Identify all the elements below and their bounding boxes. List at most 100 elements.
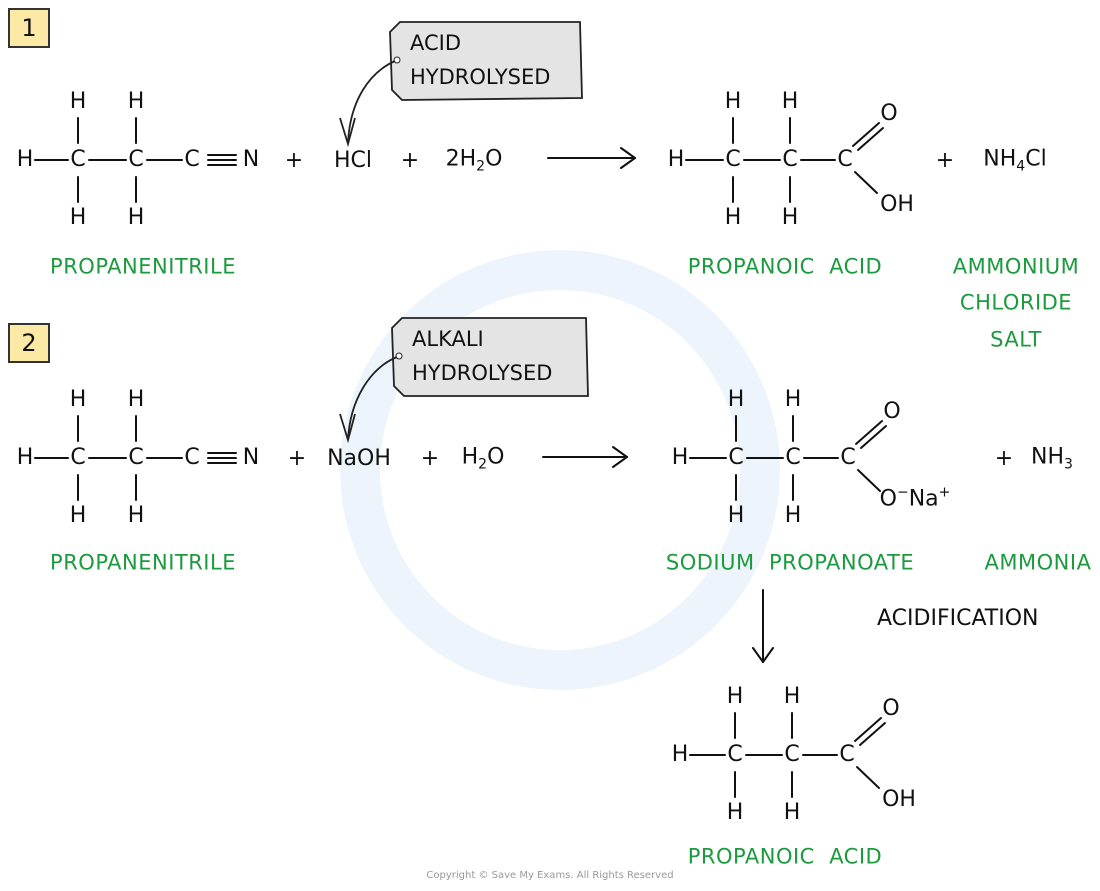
reaction-arrow [612,446,628,458]
bond [857,469,881,492]
ammonium-chloride-formula: NH4Cl [983,146,1047,175]
hydrogen-atom: H [727,503,745,528]
plus-sign: + [400,148,420,173]
oxygen-atom: O [880,101,898,126]
naoh-formula: NaOH [327,446,391,471]
reaction-arrow [620,147,636,159]
copyright: Copyright © Save My Exams. All Rights Re… [426,870,674,881]
carbon-atom: C [727,742,743,767]
curved-arrow-head [339,117,356,148]
hydrogen-atom: H [671,445,689,470]
hydrogen-atom: H [726,684,744,709]
hydrogen-atom: H [784,387,802,412]
hydrogen-atom: H [727,387,745,412]
reaction-1-badge: 1 [8,8,50,48]
carbon-atom: C [128,445,144,470]
watermark-logo [340,250,780,690]
label-ammonia: AMMONIA [984,550,1092,575]
label-propanenitrile: PROPANENITRILE [50,254,236,279]
carboxylate-group: O−Na+ [879,484,951,512]
double-bond [859,722,886,746]
hydrogen-atom: H [69,387,87,412]
carbon-atom: C [725,147,741,172]
carbon-atom: C [128,147,144,172]
curved-arrow [347,60,396,144]
tag-hole-icon [395,352,403,360]
hydrogen-atom: H [671,742,689,767]
hydrogen-atom: H [127,387,145,412]
tag-hole-icon [393,56,401,64]
reaction-arrow [620,157,636,169]
nitrogen-atom: N [242,445,260,470]
carbon-atom: C [184,147,200,172]
tag-2-line-1: ALKALI [412,327,484,351]
ammonia-formula: NH3 [1031,444,1073,473]
nitrogen-atom: N [242,147,260,172]
plus-sign: + [420,446,440,471]
water-formula: H2O [461,444,505,473]
tag-1-line-2: HYDROLYSED [410,65,551,89]
hydrogen-atom: H [127,503,145,528]
label-sodium-propanoate: SODIUM PROPANOATE [665,550,915,575]
carbon-atom: C [837,147,853,172]
plus-sign: + [287,446,307,471]
hydrogen-atom: H [783,684,801,709]
reaction-2-badge: 2 [8,323,50,363]
hcl-formula: HCl [333,148,373,173]
hydrogen-atom: H [69,89,87,114]
hydrogen-atom: H [667,147,685,172]
hydrogen-atom: H [69,205,87,230]
plus-sign: + [994,446,1014,471]
carbon-atom: C [70,147,86,172]
hydroxyl-group: OH [880,192,914,217]
oxygen-atom: O [883,399,901,424]
tag-label [391,317,589,397]
hydrogen-atom: H [781,205,799,230]
hydrogen-atom: H [724,89,742,114]
acidification-arrow [752,647,764,663]
bond [856,766,880,789]
tag-1-line-1: ACID [410,31,462,55]
plus-sign: + [935,148,955,173]
hydrogen-atom: H [69,503,87,528]
bond [854,171,878,194]
carbon-atom: C [728,445,744,470]
label-chloride: CHLORIDE [959,290,1073,315]
double-bond [854,717,882,742]
carbon-atom: C [70,445,86,470]
double-bond [852,122,880,147]
hydrogen-atom: H [127,205,145,230]
hydrogen-atom: H [724,205,742,230]
plus-sign: + [284,148,304,173]
hydrogen-atom: H [781,89,799,114]
label-propanoic-acid-final: PROPANOIC ACID [687,844,883,869]
carbon-atom: C [840,445,856,470]
oxygen-atom: O [882,696,900,721]
carbon-atom: C [784,742,800,767]
double-bond [857,127,884,151]
tag-2-line-2: HYDROLYSED [412,361,553,385]
acidification-label: ACIDIFICATION [877,606,1039,631]
label-salt: SALT [990,327,1042,352]
label-propanenitrile: PROPANENITRILE [50,550,236,575]
hydrogen-atom: H [726,800,744,825]
hydrogen-atom: H [16,445,34,470]
carbon-atom: C [839,742,855,767]
reaction-arrow [612,456,628,468]
double-bond [860,425,887,449]
hydrogen-atom: H [783,800,801,825]
water-formula: 2H2O [445,146,503,175]
label-ammonium: AMMONIUM [952,254,1080,279]
carbon-atom: C [782,147,798,172]
acidification-arrow [762,647,774,663]
carbon-atom: C [184,445,200,470]
hydrogen-atom: H [127,89,145,114]
tag-label [389,21,583,101]
curved-arrow [347,356,398,441]
carbon-atom: C [785,445,801,470]
hydrogen-atom: H [16,147,34,172]
hydroxyl-group: OH [882,787,916,812]
double-bond [855,420,883,445]
